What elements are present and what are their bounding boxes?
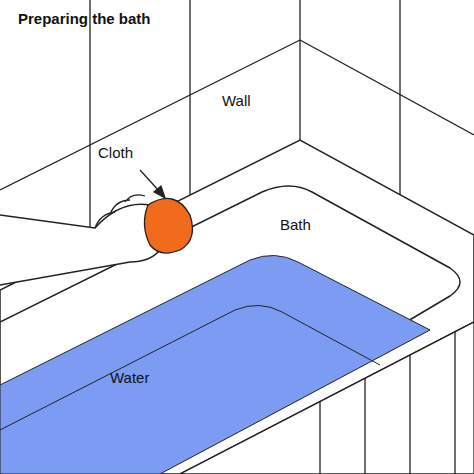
arm [0, 204, 160, 285]
diagram-title: Preparing the bath [18, 10, 151, 27]
bath-panel [180, 322, 474, 474]
label-cloth: Cloth [98, 144, 133, 161]
label-bath: Bath [280, 216, 311, 233]
bath-rim [0, 140, 474, 474]
label-water: Water [110, 369, 149, 386]
leader-arrow [140, 170, 165, 198]
water [0, 255, 430, 474]
fingers [95, 195, 145, 228]
cloth [144, 198, 192, 253]
label-wall: Wall [222, 92, 251, 109]
